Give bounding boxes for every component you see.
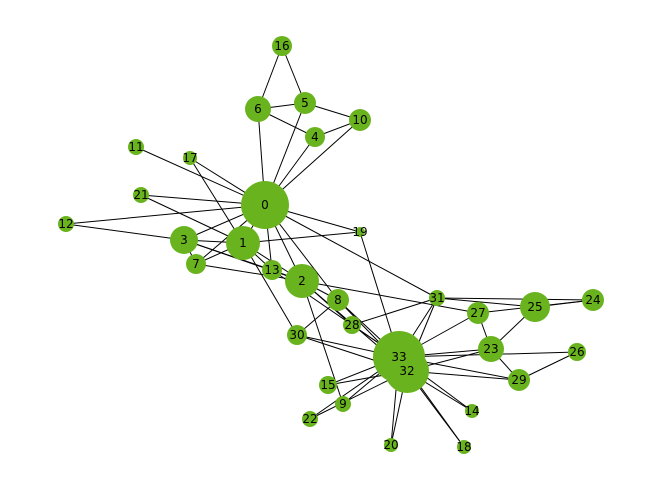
graph-node-5 — [294, 92, 316, 114]
graph-node-30 — [287, 325, 307, 345]
graph-node-label-8: 8 — [334, 293, 342, 307]
graph-node-label-6: 6 — [254, 102, 262, 116]
graph-node-29 — [508, 369, 530, 391]
nodes-layer — [58, 36, 604, 454]
graph-node-label-9: 9 — [339, 397, 347, 411]
graph-node-31 — [429, 290, 445, 306]
graph-node-label-1: 1 — [239, 236, 247, 250]
graph-node-17 — [183, 151, 197, 165]
graph-node-19 — [355, 227, 365, 237]
graph-node-16 — [272, 36, 292, 56]
graph-edge-25-31 — [436, 297, 536, 308]
graph-node-label-13: 13 — [264, 263, 279, 277]
graph-edge-3-12 — [65, 223, 185, 241]
graph-node-27 — [467, 302, 489, 324]
graph-edge-0-12 — [65, 204, 266, 225]
graph-node-label-31: 31 — [429, 291, 444, 305]
graph-node-label-30: 30 — [289, 328, 304, 342]
graph-node-label-22: 22 — [302, 412, 317, 426]
graph-node-label-11: 11 — [128, 140, 143, 154]
graph-node-14 — [465, 404, 479, 418]
graph-node-2 — [285, 264, 319, 298]
graph-node-label-19: 19 — [352, 225, 367, 239]
graph-node-label-32: 32 — [399, 364, 414, 378]
graph-node-label-17: 17 — [182, 151, 197, 165]
graph-node-label-14: 14 — [464, 404, 479, 418]
graph-node-24 — [582, 289, 604, 311]
graph-node-label-5: 5 — [301, 96, 309, 110]
graph-node-label-20: 20 — [383, 438, 398, 452]
graph-node-label-23: 23 — [483, 342, 498, 356]
graph-node-3 — [170, 226, 198, 254]
graph-node-label-12: 12 — [58, 217, 73, 231]
graph-node-label-29: 29 — [511, 373, 526, 387]
graph-node-26 — [568, 343, 586, 361]
graph-node-label-4: 4 — [311, 130, 319, 144]
graph-node-15 — [319, 376, 337, 394]
graph-node-label-28: 28 — [344, 318, 359, 332]
graph-edge-28-31 — [351, 297, 438, 326]
graph-node-label-26: 26 — [569, 345, 584, 359]
labels-layer: 0123456789101112131415161718192021222324… — [58, 39, 600, 454]
graph-node-1 — [226, 226, 260, 260]
graph-node-label-15: 15 — [320, 378, 335, 392]
graph-node-label-25: 25 — [527, 300, 542, 314]
graph-edge-0-31 — [264, 204, 438, 299]
graph-node-25 — [520, 292, 550, 322]
graph-node-12 — [58, 216, 74, 232]
graph-node-6 — [245, 96, 271, 122]
graph-edge-24-31 — [436, 297, 594, 301]
graph-node-label-27: 27 — [470, 306, 485, 320]
graph-node-0 — [241, 181, 289, 229]
graph-node-label-24: 24 — [585, 293, 600, 307]
graph-node-label-21: 21 — [133, 188, 148, 202]
graph-node-label-33: 33 — [391, 350, 406, 364]
graph-edge-1-21 — [140, 194, 244, 244]
graph-node-11 — [128, 139, 144, 155]
graph-node-label-0: 0 — [261, 198, 269, 212]
graph-node-13 — [262, 260, 282, 280]
graph-node-10 — [349, 109, 371, 131]
graph-node-label-18: 18 — [456, 440, 471, 454]
graph-node-label-10: 10 — [352, 113, 367, 127]
graph-node-label-3: 3 — [180, 233, 188, 247]
graph-node-22 — [302, 411, 318, 427]
graph-edge-1-19 — [242, 231, 361, 244]
graph-node-9 — [335, 396, 351, 412]
graph-node-8 — [327, 289, 349, 311]
graph-node-21 — [133, 187, 149, 203]
graph-node-33 — [373, 331, 425, 383]
graph-node-23 — [478, 336, 504, 362]
graph-node-20 — [384, 438, 398, 452]
graph-edge-3-13 — [183, 239, 273, 271]
graph-node-label-7: 7 — [192, 257, 200, 271]
graph-edge-2-27 — [301, 280, 479, 314]
graph-node-label-2: 2 — [298, 274, 306, 288]
graph-node-7 — [186, 254, 206, 274]
graph-edge-1-30 — [242, 242, 298, 336]
graph-node-28 — [343, 316, 361, 334]
graph-node-18 — [457, 440, 471, 454]
graph-node-label-16: 16 — [274, 39, 289, 53]
graph-node-4 — [305, 127, 325, 147]
